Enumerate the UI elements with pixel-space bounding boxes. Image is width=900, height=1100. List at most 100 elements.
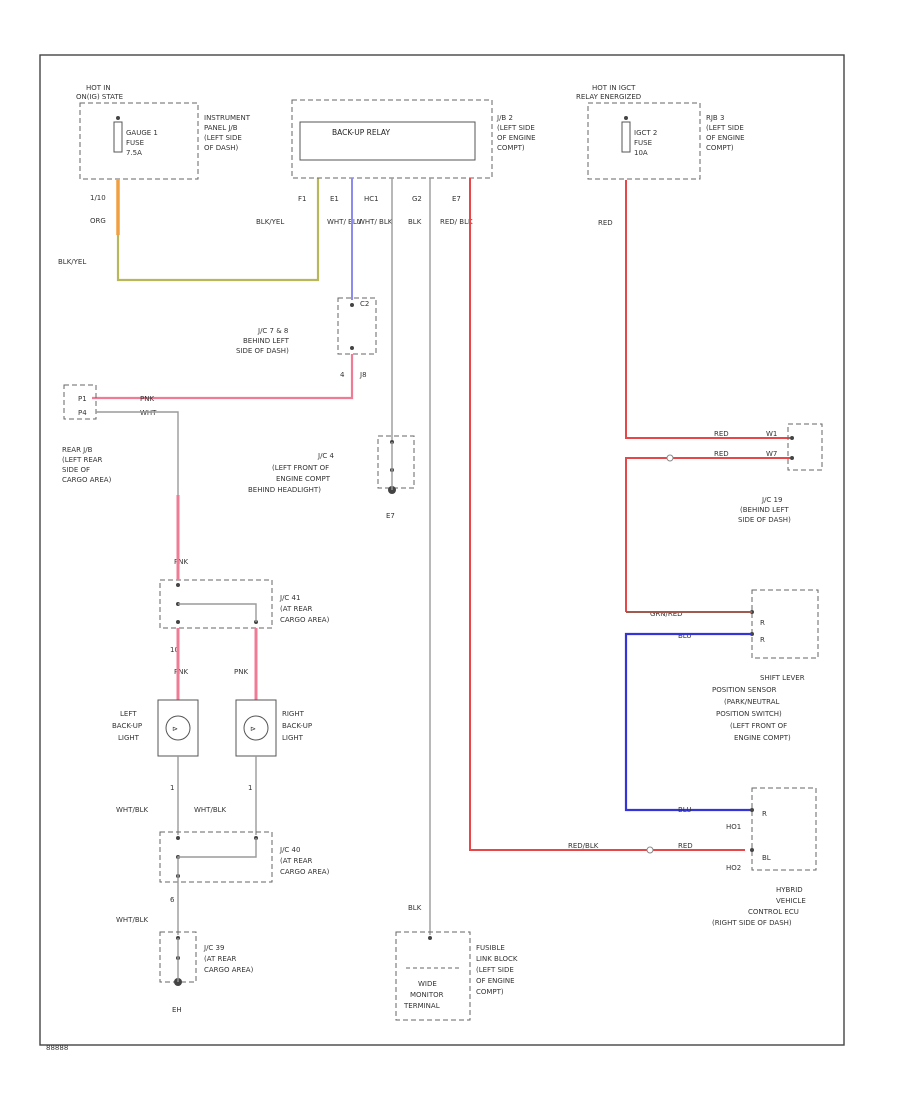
rjb3-box — [587, 102, 701, 180]
backup-relay-name: BACK-UP RELAY — [332, 128, 390, 137]
shift-sensor-line1: SHIFT LEVER — [760, 674, 805, 682]
rear-jb-line4: CARGO AREA) — [62, 476, 112, 484]
jc40-pin: 6 — [170, 896, 175, 904]
fusible-box-text1: WIDE — [418, 980, 437, 988]
shift-sensor-block: R R GRN/RED BLU SHIFT LEVER POSITION SEN… — [650, 589, 819, 742]
hv-ecu-box — [751, 787, 817, 871]
rear-jb-wire-mid: WHT — [140, 409, 157, 417]
ipjb-line3: (LEFT SIDE — [204, 134, 242, 142]
relay-pin-e1: E1 — [330, 195, 339, 203]
fusible-box-text2: MONITOR — [410, 991, 444, 999]
wire-blk-yel — [116, 178, 320, 282]
igct-fuse-icon — [621, 121, 631, 153]
wire-wht-rear-jb — [96, 411, 179, 495]
jc40-line1: J/C 40 — [279, 846, 300, 854]
jc78-line3: SIDE OF DASH) — [236, 347, 289, 355]
right-light-line2: BACK-UP — [282, 722, 312, 730]
right-light-line3: LIGHT — [282, 734, 304, 742]
igct-hot-label: HOT IN IGCT — [592, 84, 636, 92]
gauge-pin: 1/10 — [90, 194, 106, 202]
gauge-wire-color: ORG — [90, 217, 106, 225]
jc4-line2: (LEFT FRONT OF — [272, 464, 329, 472]
hv-ecu-pin2: HO2 — [726, 864, 741, 872]
igct-fuse-top-terminal — [624, 116, 628, 120]
rear-jb-wire-top: PNK — [140, 395, 154, 403]
jc41-line3: CARGO AREA) — [280, 616, 330, 624]
relay-wire-g2: BLK — [408, 218, 422, 226]
wire-pnk-rear-jb — [92, 354, 354, 400]
right-light-line1: RIGHT — [282, 710, 305, 718]
igct-fuse-amp: 10A — [634, 149, 648, 157]
jc39-ground: EH — [172, 1006, 182, 1014]
gauge-fuse-word: FUSE — [126, 139, 144, 147]
shift-sensor-line6: ENGINE COMPT) — [734, 734, 791, 742]
fusible-link-line2: LINK BLOCK — [476, 955, 518, 963]
jc78-pin-bot-2: J8 — [359, 371, 367, 379]
jc41-terminal-3 — [176, 620, 180, 624]
gauge-fuse-icon — [113, 121, 123, 153]
gauge-hot-label-2: ON(IG) STATE — [76, 93, 123, 101]
hv-ecu-terminal-1 — [750, 808, 754, 812]
wire-red-igct — [625, 180, 790, 439]
jc78-line2: BEHIND LEFT — [243, 337, 290, 345]
fusible-link-terminal — [428, 936, 432, 940]
jc19-pin1: W1 — [766, 430, 777, 438]
ipjb-line4: OF DASH) — [204, 144, 239, 152]
igct-fuse-block: HOT IN IGCT RELAY ENERGIZED IGCT 2 FUSE … — [576, 84, 745, 227]
backup-relay-block: BACK-UP RELAY J/B 2 (LEFT SIDE OF ENGINE… — [256, 99, 536, 226]
jc41-wire-left: PNK — [174, 668, 188, 676]
jc4-ground: E7 — [386, 512, 395, 520]
jc40-block: J/C 40 (AT REAR CARGO AREA) 6 WHT/BLK — [116, 831, 330, 924]
jc39-line3: CARGO AREA) — [204, 966, 254, 974]
left-light-pin: 1 — [170, 784, 174, 792]
relay-wire-e7: RED/ BLK — [440, 218, 473, 226]
hv-ecu-block: BLU R HO1 BL HO2 RED/BLK RED HYBRID VEHI… — [568, 787, 817, 927]
jc41-pin: 10 — [170, 646, 179, 654]
jc41-box — [159, 579, 273, 629]
jc78-bottom-terminal — [350, 346, 354, 350]
jb2-line4: COMPT) — [497, 144, 525, 152]
relay-wire-e1: WHT/ BLU — [327, 218, 362, 226]
jc78-top-terminal — [350, 303, 354, 307]
igct-fuse-name: IGCT 2 — [634, 129, 657, 137]
hv-ecu-pin1: HO1 — [726, 823, 741, 831]
relay-wire-f1: BLK/YEL — [256, 218, 284, 226]
jc41-line2: (AT REAR — [280, 605, 313, 613]
hv-ecu-pin-bl: BL — [762, 854, 771, 862]
right-light-wire: WHT/BLK — [194, 806, 227, 814]
jc19-block: RED RED W1 W7 J/C 19 (BEHIND LEFT SIDE O… — [714, 423, 823, 524]
jc-7-8-block: C2 J/C 7 & 8 BEHIND LEFT SIDE OF DASH) 4… — [236, 297, 377, 379]
jc78-pin-bot: 4 — [340, 371, 345, 379]
jc19-wire1: RED — [714, 430, 729, 438]
jc19-terminal-2 — [790, 456, 794, 460]
jc4-line4: BEHIND HEADLIGHT) — [248, 486, 321, 494]
fusible-link-box — [395, 931, 471, 1021]
gauge-fuse-amp: 7.5A — [126, 149, 142, 157]
hv-ecu-wire-blu: BLU — [678, 806, 691, 814]
relay-pin-g2: G2 — [412, 195, 422, 203]
wire-red-jc19-out — [625, 457, 790, 612]
jc19-wire2: RED — [714, 450, 729, 458]
shift-sensor-pin2: R — [760, 636, 765, 644]
right-bulb-glyph: ⊳ — [250, 725, 256, 733]
shift-sensor-line5: (LEFT FRONT OF — [730, 722, 787, 730]
right-bulb-icon — [243, 715, 269, 741]
left-backup-light: ⊳ LEFT BACK-UP LIGHT 1 WHT/BLK — [112, 699, 199, 814]
gauge-fuse-top-terminal — [116, 116, 120, 120]
jc39-line2: (AT REAR — [204, 955, 237, 963]
jb2-line3: OF ENGINE — [497, 134, 536, 142]
hv-ecu-wire-red: RED — [678, 842, 693, 850]
jc78-pin-top: C2 — [360, 300, 369, 308]
jc19-splice-marker — [666, 454, 674, 462]
jc4-box — [377, 435, 415, 489]
shift-sensor-line3: (PARK/NEUTRAL — [724, 698, 780, 706]
shift-sensor-line2: POSITION SENSOR — [712, 686, 777, 694]
jc41-internal — [178, 603, 257, 622]
jc19-line3: SIDE OF DASH) — [738, 516, 791, 524]
fusible-box-text3: TERMINAL — [403, 1002, 440, 1010]
left-light-line1: LEFT — [120, 710, 137, 718]
jc19-line1: J/C 19 — [761, 496, 782, 504]
igct-hot-label-2: RELAY ENERGIZED — [576, 93, 641, 101]
jc41-wire-right: PNK — [234, 668, 248, 676]
jc40-wire: WHT/BLK — [116, 916, 149, 924]
